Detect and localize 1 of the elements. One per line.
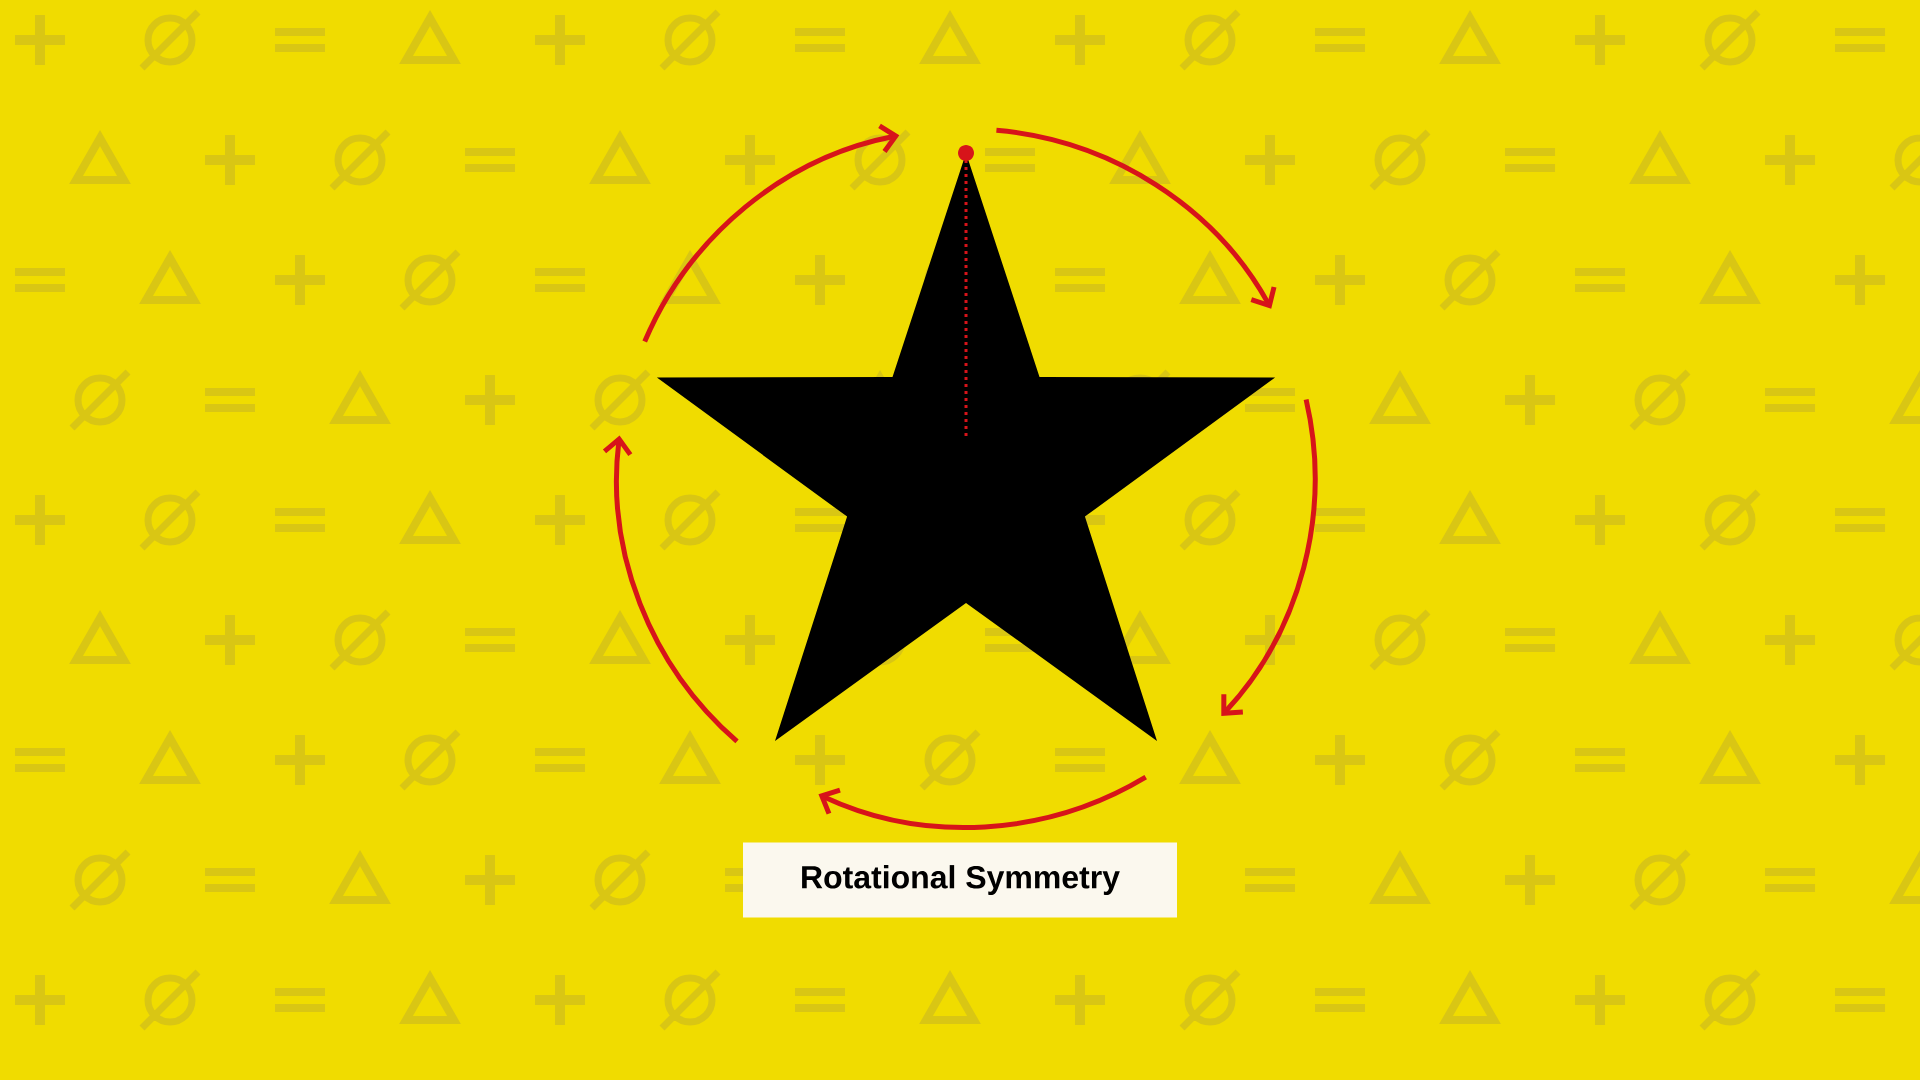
label-box: Rotational Symmetry — [743, 842, 1177, 918]
